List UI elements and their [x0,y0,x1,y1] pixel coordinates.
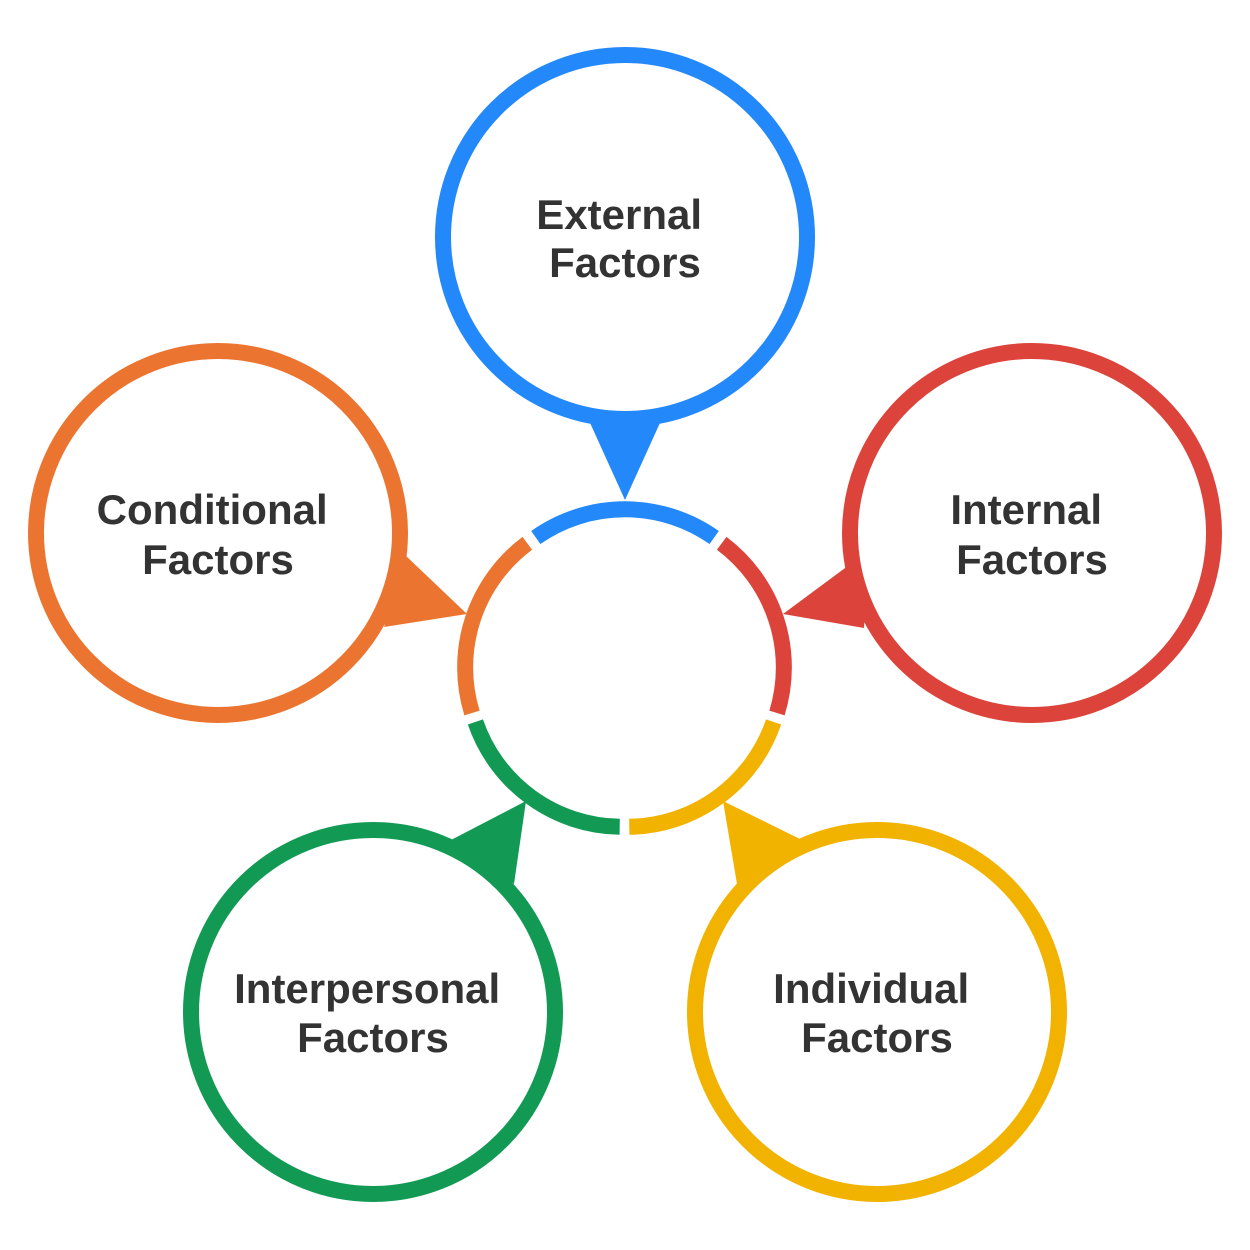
svg-text:Conditional Factors: Conditional Factors [97,486,340,583]
hub-segment-external [531,501,719,545]
hub-segment-interpersonal [467,719,620,835]
circle-external [435,47,815,427]
hub-segment-individual [629,719,782,835]
label-conditional-line2: Factors [142,536,294,583]
node-interpersonal: Interpersonal Factors [183,801,563,1202]
pointer-interpersonal [451,801,526,884]
svg-text:Individual Factors: Individual Factors [773,965,981,1061]
circle-individual [687,822,1067,1202]
circle-interpersonal [183,822,563,1202]
circle-internal [842,343,1222,723]
label-internal-line2: Factors [956,536,1108,583]
node-external: External Factors [435,47,815,500]
pointer-conditional [384,555,467,627]
hub-segment-conditional [457,536,533,716]
label-internal-line1: Internal [950,486,1102,533]
label-interpersonal-line1: Interpersonal [234,965,500,1012]
node-internal: Internal Factors [783,343,1222,723]
label-individual-line2: Factors [801,1014,953,1061]
label-interpersonal-line2: Factors [297,1014,449,1061]
svg-text:Internal Factors: Internal Factors [950,486,1113,583]
central-hub [457,501,792,835]
hub-segment-internal [716,536,792,716]
pointer-external [586,414,664,500]
label-individual-line1: Individual [773,965,969,1012]
node-individual: Individual Factors [687,801,1067,1202]
label-external-line2: Factors [549,239,701,286]
node-conditional: Conditional Factors [28,343,467,723]
circle-conditional [28,343,408,723]
label-external-line1: External [536,191,702,238]
pointer-individual [723,801,802,884]
svg-text:External Factors: External Factors [536,191,713,286]
label-conditional-line1: Conditional [97,486,328,533]
svg-text:Interpersonal Factors: Interpersonal Factors [234,965,512,1061]
